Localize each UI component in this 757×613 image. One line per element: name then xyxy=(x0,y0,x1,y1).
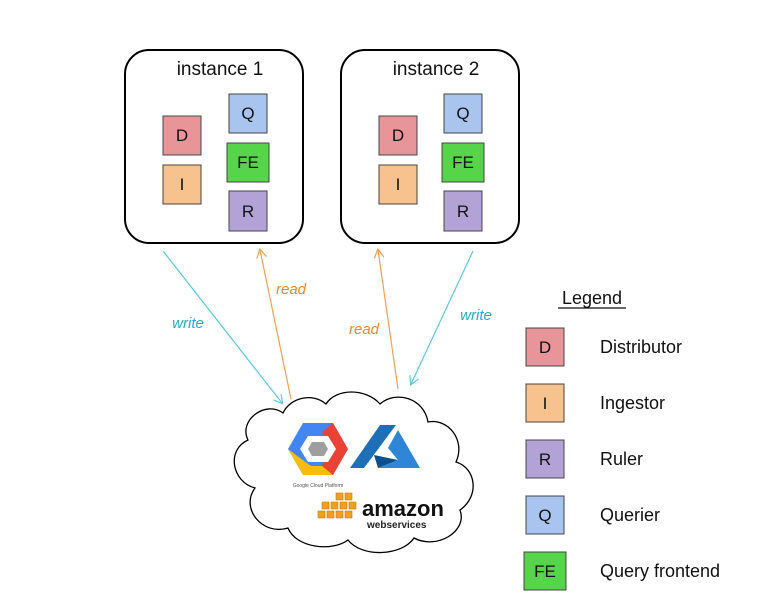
instance-2-ingestor-box: I xyxy=(378,164,418,205)
svg-text:D: D xyxy=(392,126,404,145)
instance-1: instance 1 D I Q FE R xyxy=(124,49,304,244)
read-label-left: read xyxy=(276,281,307,298)
write-arrow-right xyxy=(411,250,474,384)
svg-text:I: I xyxy=(180,175,185,194)
svg-text:Distributor: Distributor xyxy=(600,337,682,357)
read-arrow-left xyxy=(260,250,292,400)
svg-text:R: R xyxy=(539,450,551,469)
instance-1-querier-box: Q xyxy=(228,93,268,134)
svg-text:Ruler: Ruler xyxy=(600,449,643,469)
legend-item-distributor: D Distributor xyxy=(525,327,682,367)
svg-text:Ingestor: Ingestor xyxy=(600,393,665,413)
instance-1-distributor-box: D xyxy=(162,115,202,156)
svg-text:FE: FE xyxy=(534,562,556,581)
svg-text:FE: FE xyxy=(452,153,474,172)
svg-text:I: I xyxy=(543,394,548,413)
svg-text:R: R xyxy=(457,202,469,221)
legend-item-querier: Q Querier xyxy=(525,495,660,535)
instance-1-ruler-box: R xyxy=(228,190,268,232)
svg-text:Query frontend: Query frontend xyxy=(600,561,720,581)
gcp-caption: Google Cloud Platform xyxy=(293,483,344,489)
write-label-left: write xyxy=(172,315,204,332)
legend-item-ruler: R Ruler xyxy=(525,439,643,479)
legend: Legend D Distributor I Ingestor R Ruler … xyxy=(523,288,720,591)
azure-logo xyxy=(350,425,420,468)
instance-2-querier-box: Q xyxy=(443,93,483,134)
svg-text:D: D xyxy=(539,338,551,357)
instance-2: instance 2 D I Q FE R xyxy=(340,49,520,244)
svg-text:Q: Q xyxy=(241,104,254,123)
aws-sub: webservices xyxy=(366,520,427,531)
svg-text:I: I xyxy=(396,175,401,194)
instance-1-title: instance 1 xyxy=(177,59,264,80)
instance-2-title: instance 2 xyxy=(393,59,480,80)
instance-1-query-frontend-box: FE xyxy=(226,142,270,183)
write-label-right: write xyxy=(460,307,492,324)
read-arrow-right xyxy=(378,250,399,390)
amazon-web-services-logo: amazon webservices xyxy=(317,492,444,531)
cloud-storage: Google Cloud Platform amazon we xyxy=(233,391,474,554)
google-cloud-platform-logo: Google Cloud Platform xyxy=(288,423,348,489)
instance-2-query-frontend-box: FE xyxy=(441,142,485,183)
svg-text:D: D xyxy=(176,126,188,145)
svg-text:Querier: Querier xyxy=(600,505,660,525)
instance-2-ruler-box: R xyxy=(443,190,483,232)
write-arrow-left xyxy=(162,250,282,403)
svg-text:Q: Q xyxy=(538,506,551,525)
svg-text:R: R xyxy=(242,202,254,221)
legend-title: Legend xyxy=(562,288,622,308)
svg-text:Q: Q xyxy=(456,104,469,123)
instance-2-distributor-box: D xyxy=(378,115,418,156)
aws-name: amazon xyxy=(362,496,444,521)
instance-1-ingestor-box: I xyxy=(162,164,202,205)
read-label-right: read xyxy=(349,321,380,338)
svg-text:FE: FE xyxy=(237,153,259,172)
legend-item-query-frontend: FE Query frontend xyxy=(523,551,720,591)
legend-item-ingestor: I Ingestor xyxy=(525,383,665,423)
